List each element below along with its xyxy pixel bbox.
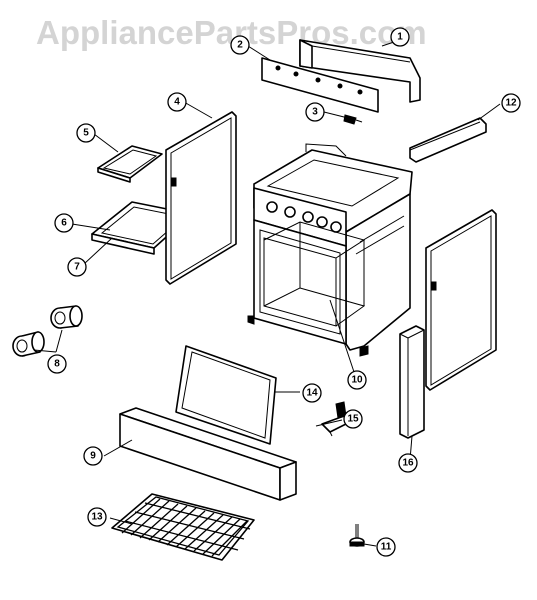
callout-7-label: 7 bbox=[74, 262, 80, 273]
callout-14-label: 14 bbox=[306, 388, 318, 399]
callout-1-label: 1 bbox=[397, 32, 403, 43]
part-11-leveling-leg[interactable] bbox=[349, 524, 365, 547]
callout-3: 3 bbox=[305, 102, 325, 122]
callout-4: 4 bbox=[167, 92, 187, 112]
callout-9-label: 9 bbox=[90, 451, 96, 462]
callout-11: 11 bbox=[376, 537, 396, 557]
callout-2-label: 2 bbox=[237, 40, 243, 51]
part-1-top-trim[interactable] bbox=[299, 39, 421, 103]
part-12-trim[interactable] bbox=[409, 117, 487, 163]
callout-12: 12 bbox=[501, 93, 521, 113]
callout-8: 8 bbox=[47, 354, 67, 374]
callout-6-label: 6 bbox=[61, 218, 67, 229]
part-2-bracket[interactable] bbox=[261, 57, 379, 113]
part-9-kick-plate[interactable] bbox=[119, 407, 297, 501]
callout-13: 13 bbox=[87, 507, 107, 527]
callout-15-label: 15 bbox=[347, 414, 359, 425]
callout-4-label: 4 bbox=[174, 97, 180, 108]
part-4-left-side-panel[interactable] bbox=[165, 111, 237, 285]
part-8-knobs[interactable] bbox=[12, 305, 83, 357]
callout-6: 6 bbox=[54, 213, 74, 233]
callout-16: 16 bbox=[398, 453, 418, 473]
callout-11-label: 11 bbox=[381, 542, 392, 553]
callout-10-label: 10 bbox=[351, 375, 363, 386]
callout-15: 15 bbox=[343, 409, 363, 429]
callout-5-label: 5 bbox=[83, 128, 89, 139]
callout-13-label: 13 bbox=[91, 512, 103, 523]
part-3-screw[interactable] bbox=[343, 114, 363, 125]
callout-8-label: 8 bbox=[54, 359, 60, 370]
part-right-side-panel[interactable] bbox=[425, 209, 497, 391]
callout-7: 7 bbox=[67, 257, 87, 277]
callout-1: 1 bbox=[390, 27, 410, 47]
callout-5: 5 bbox=[76, 123, 96, 143]
callout-12-label: 12 bbox=[505, 98, 517, 109]
callout-16-label: 16 bbox=[402, 458, 414, 469]
part-14-door-gasket[interactable] bbox=[175, 345, 277, 445]
callout-2: 2 bbox=[230, 35, 250, 55]
callout-9: 9 bbox=[83, 446, 103, 466]
part-5-tray[interactable] bbox=[97, 145, 163, 183]
part-13-oven-rack[interactable] bbox=[111, 493, 255, 561]
part-16-vertical-trim[interactable] bbox=[399, 325, 425, 439]
callout-3-label: 3 bbox=[312, 107, 318, 118]
part-10-range-body[interactable] bbox=[247, 143, 413, 357]
callout-10: 10 bbox=[347, 370, 367, 390]
callout-14: 14 bbox=[302, 383, 322, 403]
